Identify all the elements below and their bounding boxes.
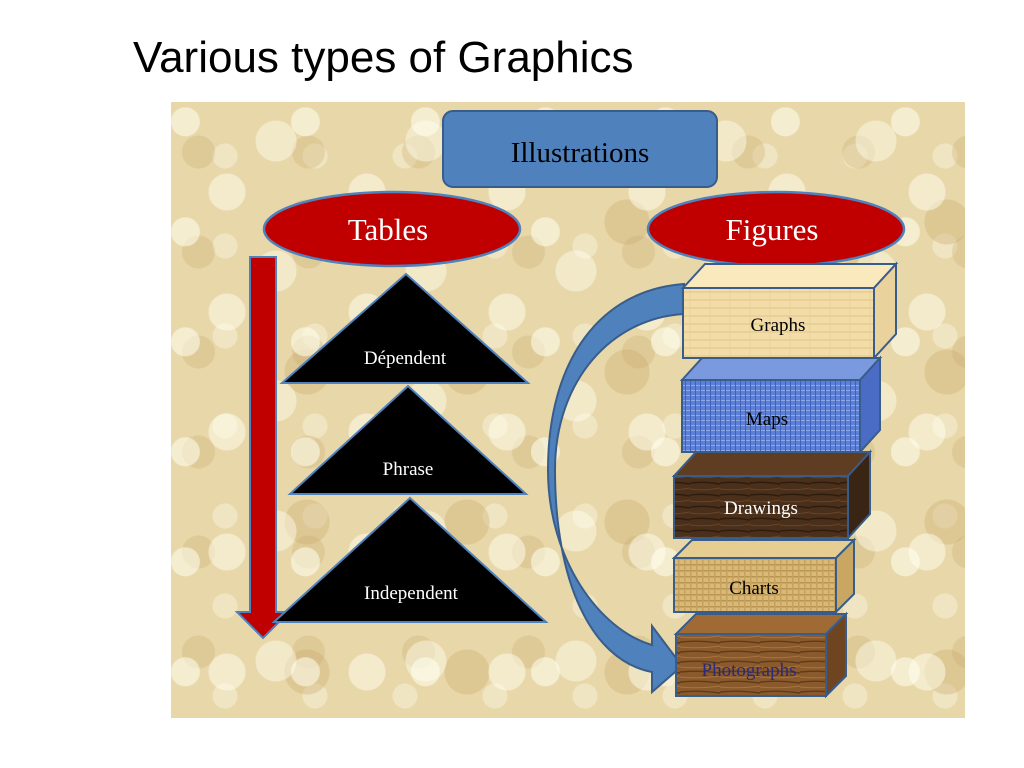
independent-label: Independent [364, 583, 459, 604]
drawings-label: Drawings [724, 498, 798, 519]
red-down-arrow [234, 256, 292, 640]
dependent-label: Dépendent [364, 348, 447, 369]
illustrations-node: Illustrations [442, 110, 718, 188]
tables-node: Tables [262, 190, 522, 268]
charts-label: Charts [729, 578, 779, 599]
figure-type-graphs: Graphs [680, 261, 899, 361]
slide-title: Various types of Graphics [133, 33, 634, 82]
figure-type-drawings: Drawings [671, 449, 873, 541]
figure-type-maps: Maps [679, 355, 883, 455]
figure-type-charts: Charts [671, 537, 857, 615]
table-level-independent: Independent [271, 496, 549, 623]
blue-curved-arrow [546, 282, 685, 695]
illustrations-label: Illustrations [511, 137, 650, 169]
figure-type-photographs: Photographs [673, 611, 849, 699]
table-level-dependent: Dépendent [279, 272, 531, 384]
figures-node: Figures [646, 190, 906, 268]
tables-label: Tables [348, 212, 428, 247]
graphs-label: Graphs [751, 315, 806, 336]
phrase-label: Phrase [383, 459, 434, 480]
photographs-label: Photographs [702, 660, 797, 681]
maps-label: Maps [746, 409, 788, 430]
figures-label: Figures [726, 212, 819, 247]
table-level-phrase: Phrase [287, 384, 529, 495]
